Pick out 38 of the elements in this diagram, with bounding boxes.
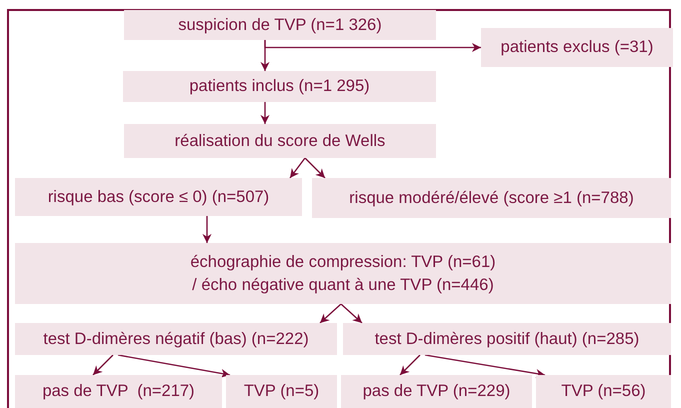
process-box xyxy=(124,124,436,158)
box-label: risque bas (score ≤ 0) (n=507) xyxy=(48,186,270,208)
box-label: test D-dimères négatif (bas) (n=222) xyxy=(43,328,309,350)
arrow xyxy=(264,40,481,52)
process-box xyxy=(226,375,337,408)
box-label: pas de TVP (n=229) xyxy=(362,381,510,402)
arrow xyxy=(202,216,212,243)
process-box xyxy=(343,323,671,355)
arrow xyxy=(118,354,230,378)
process-box xyxy=(481,28,673,67)
box-label: TVP (n=5) xyxy=(244,381,320,402)
process-box xyxy=(15,178,302,216)
arrow xyxy=(320,304,342,324)
process-box xyxy=(536,375,671,408)
box-label: pas de TVP (n=217) xyxy=(42,381,195,402)
process-box xyxy=(15,243,671,304)
box-label: patients exclus (=31) xyxy=(500,37,654,58)
box-label: suspicion de TVP (n=1 326) xyxy=(178,14,382,36)
process-box xyxy=(341,375,532,408)
process-box xyxy=(124,10,436,40)
arrow xyxy=(424,354,546,378)
process-box xyxy=(15,375,222,408)
arrow xyxy=(260,40,270,71)
arrow xyxy=(260,102,270,124)
process-box xyxy=(312,178,671,218)
box-label: test D-dimères positif (haut) (n=285) xyxy=(374,328,640,350)
arrow xyxy=(340,304,362,324)
box-label: risque modéré/élevé (score ≥1 (n=788) xyxy=(349,188,634,209)
box-label: TVP (n=56) xyxy=(561,381,646,402)
process-box xyxy=(15,323,337,355)
box-label: patients inclus (n=1 295) xyxy=(189,76,370,98)
arrow xyxy=(289,158,306,178)
arrow xyxy=(400,354,420,376)
box-label: réalisation du score de Wells xyxy=(174,130,386,152)
box-label: échographie de compression: TVP (n=61) / écho négative quant à une TVP (n=446) xyxy=(189,252,497,296)
process-box xyxy=(123,71,436,102)
arrow xyxy=(304,158,326,178)
arrow xyxy=(92,354,114,376)
